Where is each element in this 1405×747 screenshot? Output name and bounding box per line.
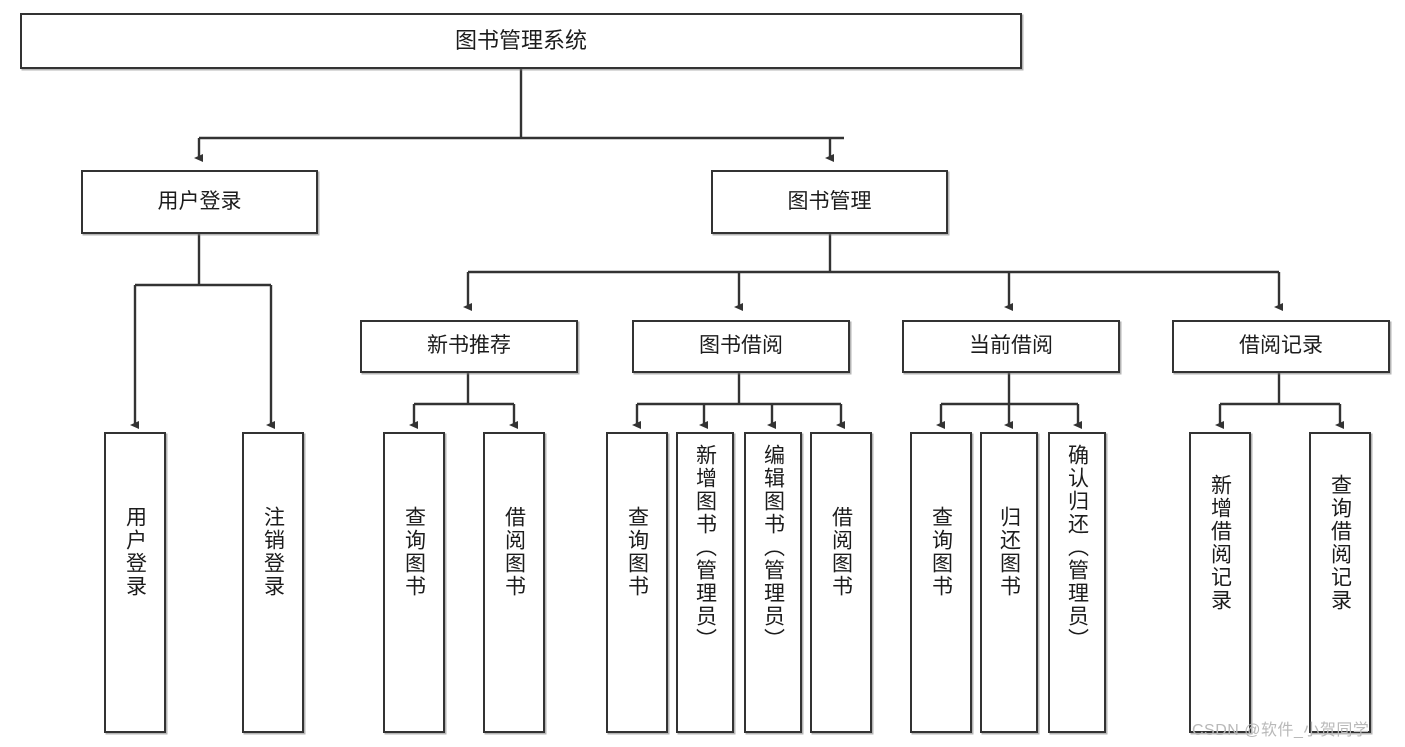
- node-label: 新增图书（管理员）: [693, 444, 717, 651]
- node-book-management[interactable]: 图书管理: [711, 170, 948, 234]
- node-user-login[interactable]: 用户登录: [81, 170, 318, 234]
- node-label: 查询图书: [929, 506, 953, 598]
- node-label: 查询图书: [402, 506, 426, 598]
- node-leaf-query-book-2[interactable]: 查询图书: [606, 432, 668, 733]
- node-leaf-logout[interactable]: 注销登录: [242, 432, 304, 733]
- node-borrow-record[interactable]: 借阅记录: [1172, 320, 1390, 373]
- node-current-borrow[interactable]: 当前借阅: [902, 320, 1120, 373]
- node-label: 注销登录: [261, 506, 285, 598]
- node-leaf-borrow-book-2[interactable]: 借阅图书: [810, 432, 872, 733]
- node-book-borrow[interactable]: 图书借阅: [632, 320, 850, 373]
- node-leaf-query-book-1[interactable]: 查询图书: [383, 432, 445, 733]
- node-label: 查询图书: [625, 506, 649, 598]
- node-leaf-borrow-book-1[interactable]: 借阅图书: [483, 432, 545, 733]
- node-leaf-add-borrow-record[interactable]: 新增借阅记录: [1189, 432, 1251, 733]
- node-label: 查询借阅记录: [1328, 474, 1352, 612]
- node-label: 新增借阅记录: [1208, 474, 1232, 612]
- node-label: 借阅图书: [502, 506, 526, 598]
- node-leaf-user-login[interactable]: 用户登录: [104, 432, 166, 733]
- node-label: 图书管理系统: [454, 28, 587, 54]
- node-new-book-recommend[interactable]: 新书推荐: [360, 320, 578, 373]
- node-leaf-add-book-admin[interactable]: 新增图书（管理员）: [676, 432, 734, 733]
- node-label: 图书借阅: [699, 334, 783, 358]
- node-leaf-query-book-3[interactable]: 查询图书: [910, 432, 972, 733]
- node-root-system[interactable]: 图书管理系统: [20, 13, 1022, 69]
- node-leaf-query-borrow-record[interactable]: 查询借阅记录: [1309, 432, 1371, 733]
- node-label: 用户登录: [157, 189, 242, 213]
- csdn-watermark: CSDN @软件_小贺同学: [1192, 722, 1370, 739]
- node-leaf-return-book[interactable]: 归还图书: [980, 432, 1038, 733]
- node-label: 图书管理: [787, 189, 872, 213]
- node-label: 新书推荐: [427, 334, 511, 358]
- node-label: 确认归还（管理员）: [1065, 444, 1089, 651]
- node-label: 编辑图书（管理员）: [761, 444, 785, 651]
- node-label: 当前借阅: [969, 334, 1053, 358]
- node-label: 借阅图书: [829, 506, 853, 598]
- node-leaf-edit-book-admin[interactable]: 编辑图书（管理员）: [744, 432, 802, 733]
- node-label: 借阅记录: [1239, 334, 1323, 358]
- node-label: 归还图书: [997, 506, 1021, 598]
- node-leaf-confirm-return-admin[interactable]: 确认归还（管理员）: [1048, 432, 1106, 733]
- node-label: 用户登录: [123, 506, 147, 598]
